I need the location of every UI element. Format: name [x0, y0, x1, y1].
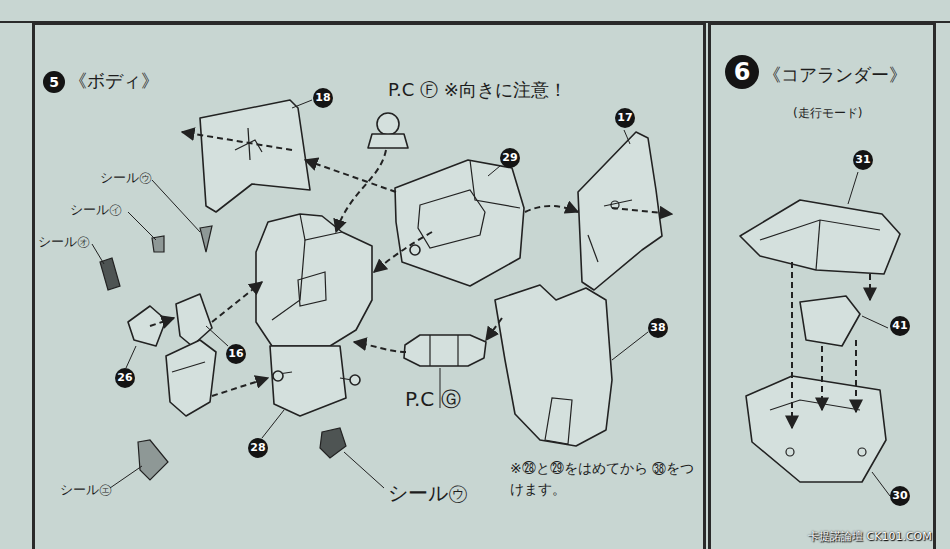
part-detail: [300, 214, 342, 240]
assembly-arrow: [821, 346, 823, 410]
callout-number: 18: [313, 88, 333, 108]
assembly-arrow: [525, 206, 578, 212]
leader-line: [206, 326, 228, 346]
small-part: [128, 306, 166, 346]
peg: [273, 371, 283, 381]
leader-line: [292, 100, 312, 108]
poly-cap: [404, 335, 486, 366]
leader-line: [624, 130, 630, 144]
part-label: P.C Ⓕ ※向きに注意！: [388, 76, 567, 103]
step-title: 《ボディ》: [69, 69, 159, 93]
leader-line: [488, 166, 500, 176]
step-number: 6: [725, 55, 759, 89]
assembly-arrow: [855, 340, 857, 412]
leader-line: [872, 472, 890, 496]
callout-number: 29: [500, 148, 520, 168]
core-lander-top: [740, 200, 900, 274]
assembly-arrow: [305, 160, 396, 192]
callout-number: 38: [648, 318, 668, 338]
cockpit-part: [800, 296, 860, 346]
leader-line: [862, 316, 888, 328]
assembly-arrow: [182, 132, 292, 150]
part-detail: [770, 400, 860, 410]
step-title: 《コアランダー》: [763, 63, 907, 87]
part-detail: [172, 362, 205, 372]
step-number: 5: [43, 71, 65, 93]
assembly-arrow: [374, 232, 432, 272]
leader-line: [262, 410, 284, 438]
box-part: [395, 160, 524, 286]
frame-part: [495, 285, 612, 446]
part-label: シール㋒: [388, 478, 468, 508]
step-panel: 6《コアランダー》 (走行モード): [708, 22, 936, 549]
step-subtitle: (走行モード): [793, 105, 862, 122]
shoulder-part: [176, 294, 212, 346]
part-detail: [816, 220, 820, 270]
core-lander-base: [746, 376, 886, 482]
leader-line: [128, 212, 156, 240]
leader-line: [344, 452, 384, 488]
leader-line: [848, 172, 858, 204]
callout-number: 31: [853, 150, 873, 170]
part-label: P.C Ⓖ: [405, 384, 461, 414]
callout-number: 26: [115, 368, 135, 388]
part-label: シール㋑: [70, 200, 122, 220]
leader-line: [126, 346, 136, 368]
side-part: [166, 340, 216, 416]
part-detail: [545, 398, 572, 444]
ball-joint-base: [368, 134, 408, 148]
plate-part: [578, 132, 662, 290]
plate-part: [200, 100, 310, 212]
assembly-arrow: [612, 208, 672, 214]
seal-sticker: [200, 226, 212, 252]
leader-line: [612, 332, 648, 360]
leader-line: [92, 244, 104, 264]
ball-joint: [377, 113, 399, 135]
part-detail: [858, 448, 866, 456]
part-detail: [588, 235, 598, 262]
callout-number: 30: [890, 486, 910, 506]
assembly-arrow: [150, 318, 174, 326]
assembly-arrow: [869, 274, 871, 300]
seal-sticker: [320, 428, 346, 458]
watermark: 卡提諾論壇 CK101.COM: [808, 529, 932, 544]
assembly-arrow: [791, 262, 793, 428]
part-detail: [786, 448, 794, 456]
callout-number: 17: [615, 108, 635, 128]
part-label: シール㋒: [100, 168, 152, 188]
assembly-arrow: [212, 282, 262, 322]
waist-part: [270, 346, 346, 416]
part-detail: [457, 335, 458, 366]
part-detail: [298, 272, 326, 306]
peg: [410, 245, 420, 255]
part-detail: [429, 335, 430, 366]
leader-line: [152, 180, 200, 232]
leader-line: [110, 466, 142, 488]
assembly-arrow: [212, 378, 268, 396]
part-label: ※㉘と㉙をはめてから ㊳をつけます。: [510, 458, 700, 500]
seal-sticker: [138, 440, 168, 480]
torso-part: [256, 214, 372, 346]
part-label: シール㋔: [38, 232, 90, 252]
assembly-arrow: [336, 150, 386, 232]
callout-number: 16: [226, 344, 246, 364]
peg: [350, 375, 360, 385]
part-label: シール㋓: [60, 480, 112, 500]
callout-number: 41: [890, 316, 910, 336]
callout-number: 28: [248, 438, 268, 458]
assembly-arrow: [354, 342, 406, 352]
assembly-arrow: [486, 318, 502, 340]
